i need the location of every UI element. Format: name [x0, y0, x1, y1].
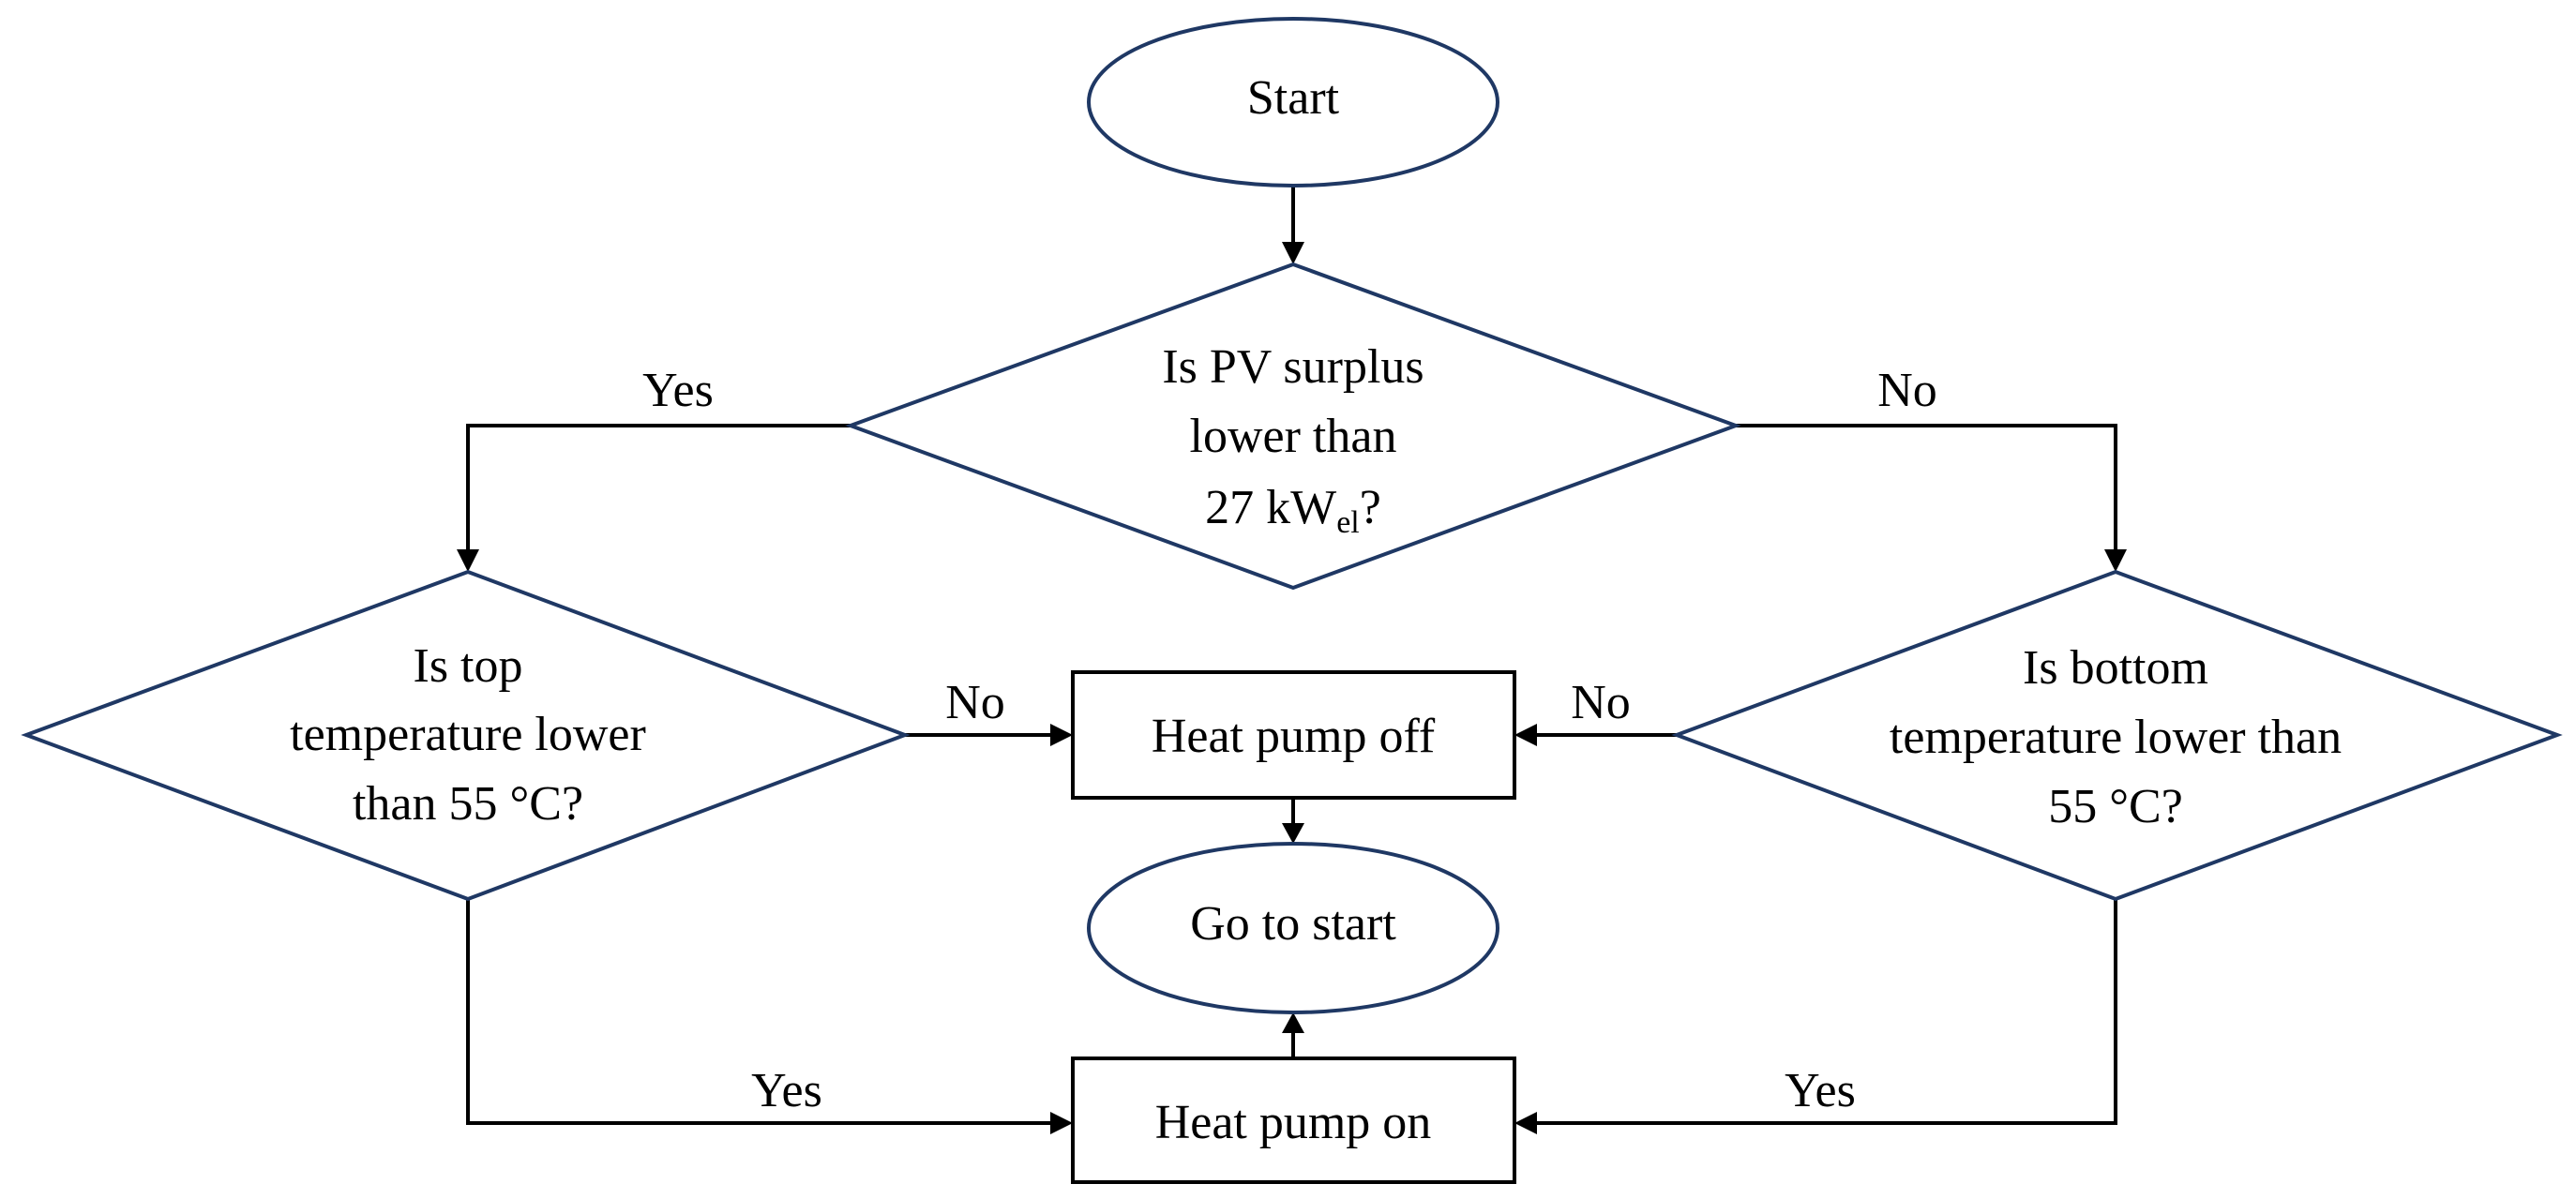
arrowhead-bottom-yes [1514, 1112, 1537, 1134]
heat-pump-on-box [1071, 1057, 1516, 1184]
label-top-no: No [945, 676, 1005, 729]
heat-pump-on-label: Heat pump on [1155, 1096, 1432, 1149]
start-label: Start [1247, 71, 1340, 125]
edge-pv-no [1736, 424, 2117, 551]
edge-top-yes [466, 899, 1054, 1125]
arrowhead-off-to-goto [1282, 823, 1304, 844]
arrowhead-bottom-no [1514, 724, 1537, 746]
decision-pv-line3: 27 kWel? [1205, 481, 1381, 540]
decision-top-line2: temperature lower [290, 708, 646, 761]
label-pv-yes: Yes [642, 364, 714, 417]
decision-bottom-line3: 55 °C? [2048, 780, 2183, 833]
arrowhead-top-no [1050, 724, 1073, 746]
arrowhead-on-to-goto [1282, 1012, 1304, 1033]
decision-pv-surplus [845, 262, 1741, 591]
decision-top-temperature [21, 569, 911, 902]
go-to-start-label: Go to start [1190, 897, 1396, 951]
decision-pv-line2: lower than [1190, 410, 1397, 463]
label-bottom-yes: Yes [1785, 1064, 1856, 1117]
heat-pump-off-box [1071, 670, 1516, 800]
arrowhead-start-to-pv [1282, 242, 1304, 264]
decision-pv-line1: Is PV surplus [1162, 340, 1424, 394]
go-to-start-node [1087, 842, 1499, 1014]
label-bottom-no: No [1571, 676, 1631, 729]
start-node [1087, 17, 1499, 187]
decision-bottom-line1: Is bottom [2023, 641, 2208, 695]
heat-pump-off-label: Heat pump off [1152, 710, 1436, 763]
label-top-yes: Yes [751, 1064, 822, 1117]
decision-bottom-temperature [1671, 569, 2563, 902]
decision-top-line3: than 55 °C? [353, 777, 583, 831]
arrowhead-pv-no [2104, 549, 2127, 572]
edge-pv-yes [466, 424, 851, 551]
arrowhead-pv-yes [457, 549, 479, 572]
decision-bottom-line2: temperature lower than [1890, 711, 2342, 764]
label-pv-no: No [1877, 364, 1937, 417]
edge-bottom-yes [1533, 899, 2117, 1125]
arrowhead-top-yes [1050, 1112, 1073, 1134]
decision-top-line1: Is top [414, 639, 523, 693]
